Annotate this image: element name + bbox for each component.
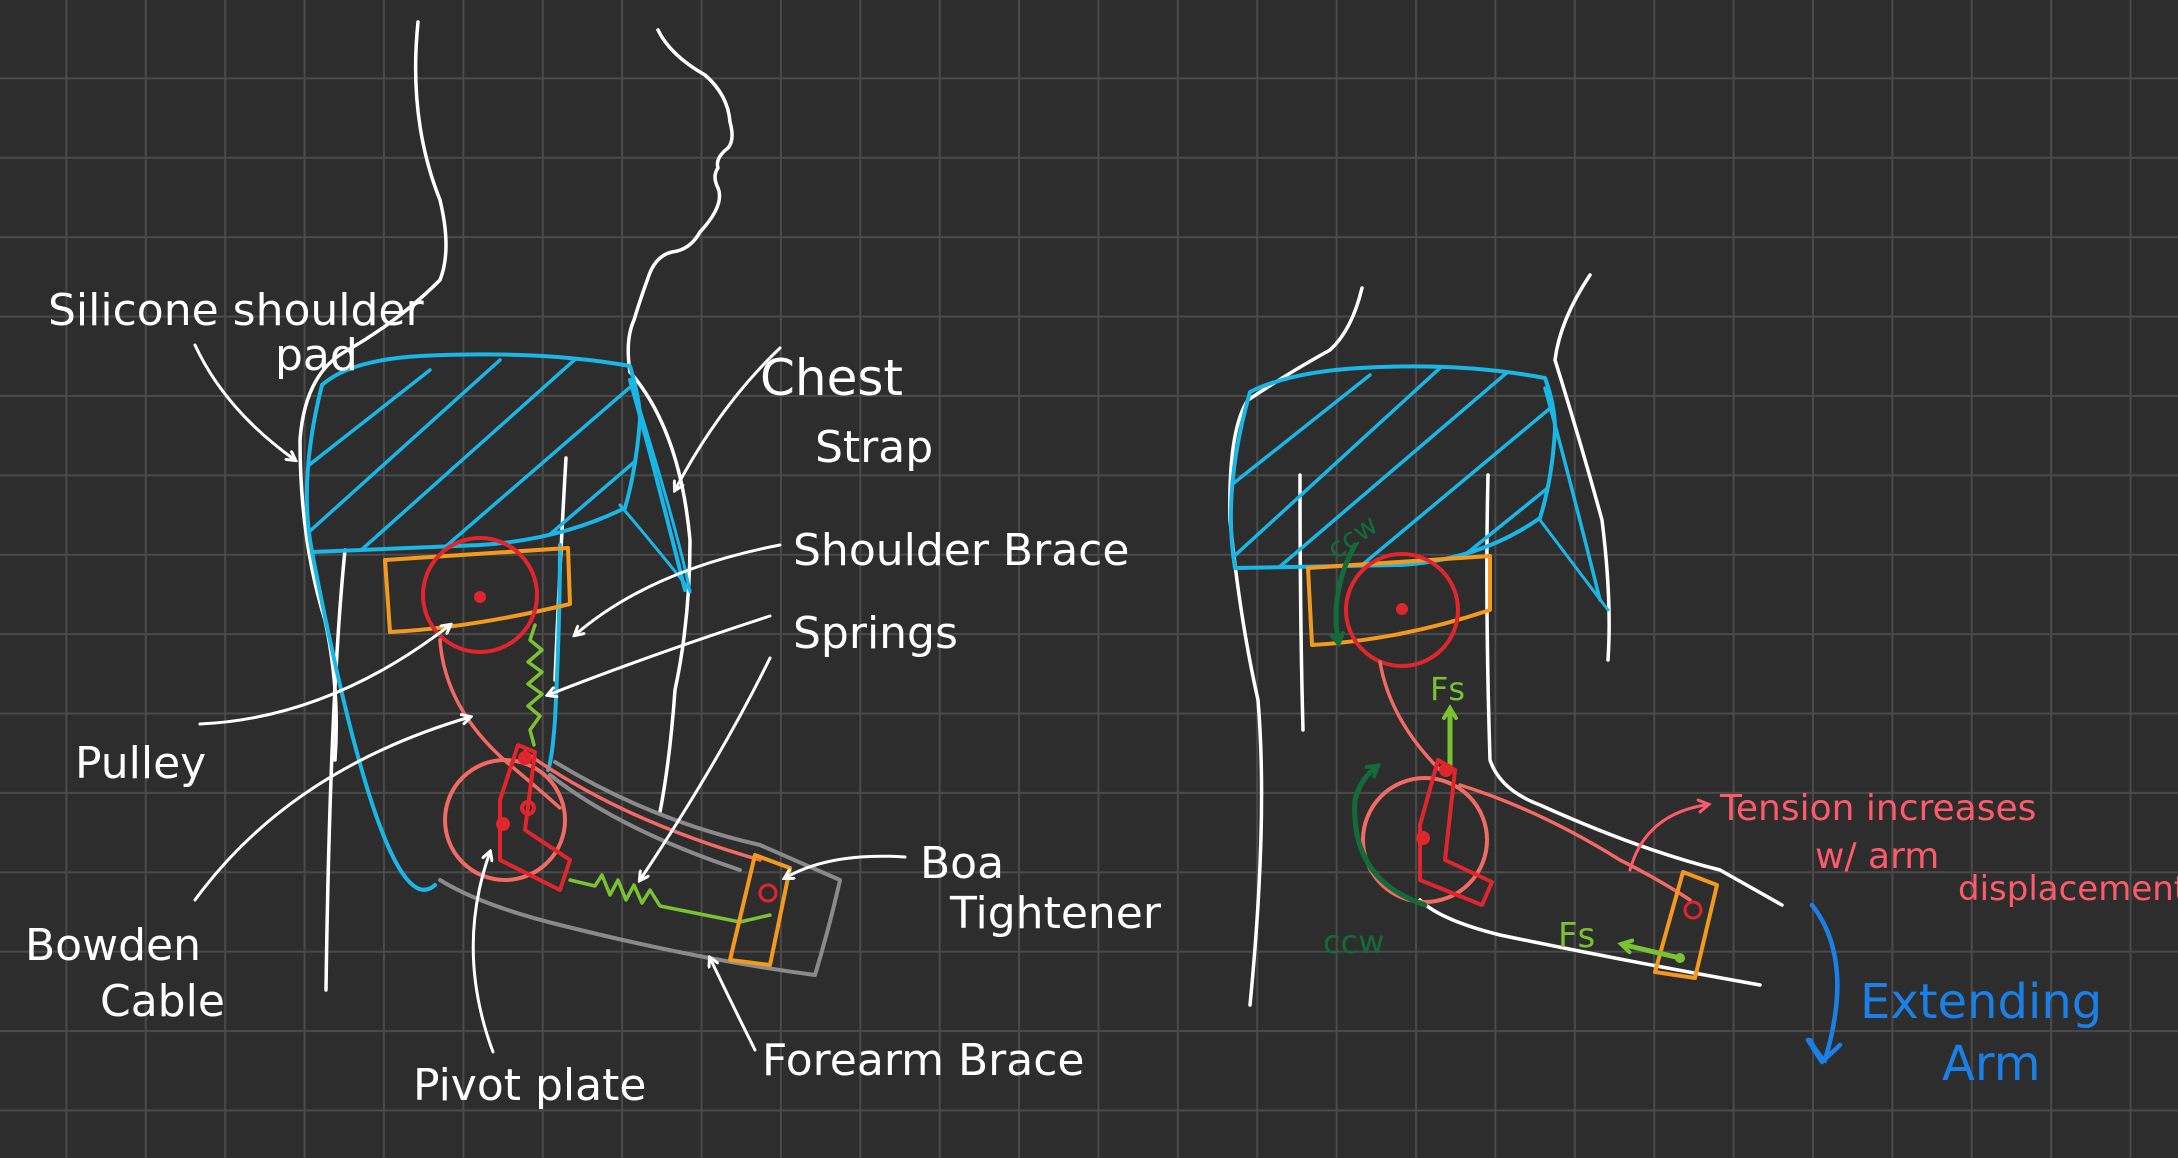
label-ccw-top: ccw xyxy=(1321,508,1384,566)
right-boa-tightener xyxy=(1683,900,1703,920)
right-pulley xyxy=(1344,552,1460,668)
right-silicone-shoulder-pad xyxy=(1228,364,1610,612)
label-forearm-brace: Forearm Brace xyxy=(762,1035,1084,1086)
label-pulley: Pulley xyxy=(75,738,206,789)
right-ccw-arrow-bottom xyxy=(1352,763,1428,908)
right-tension-arrow xyxy=(1628,798,1712,872)
left-springs xyxy=(526,623,772,924)
left-pivot-plate xyxy=(443,743,572,892)
left-diagram: Silicone shoulder pad Chest Strap Should… xyxy=(25,20,1162,1111)
right-ccw-arrow-top xyxy=(1329,542,1358,648)
label-springs: Springs xyxy=(793,608,958,659)
right-fs-arrow-bottom xyxy=(1617,938,1683,961)
label-fs-bottom: Fs xyxy=(1558,916,1595,956)
right-pivot-plate xyxy=(1361,758,1494,907)
label-silicone-line1: Silicone shoulder xyxy=(48,285,425,336)
right-labels: ccw Fs ccw Fs Tension increases w/ arm d… xyxy=(1321,508,2178,1092)
label-extending-line2: Arm xyxy=(1942,1036,2040,1092)
left-pulley xyxy=(421,536,539,654)
left-forearm-brace xyxy=(728,853,792,967)
right-spring-anchor xyxy=(1675,953,1685,963)
label-tension-line1: Tension increases xyxy=(1719,788,2036,829)
right-bowden-cable xyxy=(1378,660,1692,902)
left-boa-tightener xyxy=(758,883,778,903)
label-boa-line1: Boa xyxy=(920,838,1004,889)
left-silicone-shoulder-pad xyxy=(304,352,692,892)
label-fs-top: Fs xyxy=(1430,670,1465,708)
left-forearm-outline xyxy=(438,760,842,977)
label-chest-line2: Strap xyxy=(815,422,933,473)
label-extending-line1: Extending xyxy=(1860,974,2102,1030)
label-bowden-line2: Cable xyxy=(100,976,225,1027)
label-pivot-plate: Pivot plate xyxy=(413,1060,646,1111)
label-bowden-line1: Bowden xyxy=(25,920,201,971)
right-extending-arrowhead xyxy=(1805,1037,1843,1065)
label-ccw-bottom: ccw xyxy=(1323,923,1384,961)
label-shoulder-brace: Shoulder Brace xyxy=(793,525,1129,576)
label-silicone-line2: pad xyxy=(275,330,358,381)
right-forearm-brace xyxy=(1653,870,1719,980)
label-boa-line2: Tightener xyxy=(949,888,1162,939)
left-labels: Silicone shoulder pad Chest Strap Should… xyxy=(25,285,1162,1111)
left-leader-arrows xyxy=(193,343,907,1054)
right-shoulder-brace xyxy=(1306,554,1492,647)
right-extending-arrow xyxy=(1807,902,1840,1064)
left-shoulder-brace xyxy=(383,546,572,634)
left-bowden-cable xyxy=(438,638,762,862)
label-chest-line1: Chest xyxy=(760,349,903,407)
right-diagram: ccw Fs ccw Fs Tension increases w/ arm d… xyxy=(1228,273,2178,1092)
label-tension-line3: displacement xyxy=(1958,869,2178,909)
label-tension-line2: w/ arm xyxy=(1815,836,1939,877)
